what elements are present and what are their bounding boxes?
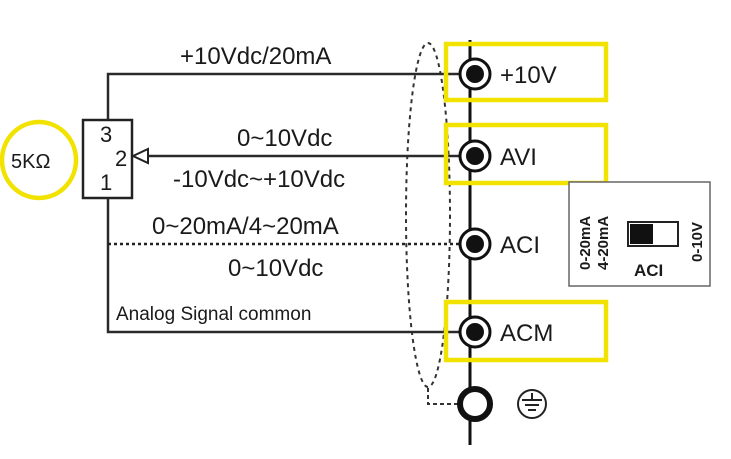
terminal-label-avi: AVI — [500, 144, 537, 171]
terminal-acm — [458, 315, 492, 349]
pot-value-label: 5KΩ — [11, 151, 50, 173]
wire-common — [106, 198, 462, 334]
label-avi-range-2: -10Vdc~+10Vdc — [173, 166, 345, 193]
terminal-avi — [458, 139, 492, 173]
pot-pin1-label: 1 — [100, 170, 112, 195]
shield-ellipse — [405, 42, 451, 388]
switch-label-4-20ma: 4-20mA — [595, 216, 612, 270]
label-aci-range-1: 0~20mA/4~20mA — [152, 213, 339, 240]
label-ten-v-supply: +10Vdc/20mA — [180, 43, 331, 70]
terminal-label-ten-v: +10V — [500, 62, 557, 89]
aci-switch-toggle — [627, 221, 679, 247]
earth-ground-icon — [517, 389, 547, 419]
terminal-ten-v — [458, 57, 492, 91]
wire-ten-v — [106, 72, 462, 120]
highlight-acm — [443, 299, 609, 363]
switch-caption: ACI — [634, 261, 663, 280]
arrow-head-avi — [130, 147, 149, 165]
terminal-label-acm: ACM — [500, 320, 553, 347]
shield-drain-wire — [427, 388, 460, 405]
terminal-ground — [457, 386, 493, 422]
label-common: Analog Signal common — [116, 304, 311, 325]
highlight-pot-value — [0, 119, 79, 201]
switch-label-0-20ma: 0-20mA — [577, 216, 594, 270]
terminal-aci — [458, 227, 492, 261]
pot-pin3-label: 3 — [100, 122, 112, 147]
highlight-ten-v — [443, 41, 609, 103]
terminal-label-aci: ACI — [500, 232, 540, 259]
switch-label-0-10v: 0-10V — [689, 222, 706, 262]
label-aci-range-2: 0~10Vdc — [228, 255, 323, 282]
pot-pin2-label: 2 — [115, 146, 127, 171]
label-avi-range-1: 0~10Vdc — [237, 125, 332, 152]
highlight-avi — [443, 122, 609, 186]
